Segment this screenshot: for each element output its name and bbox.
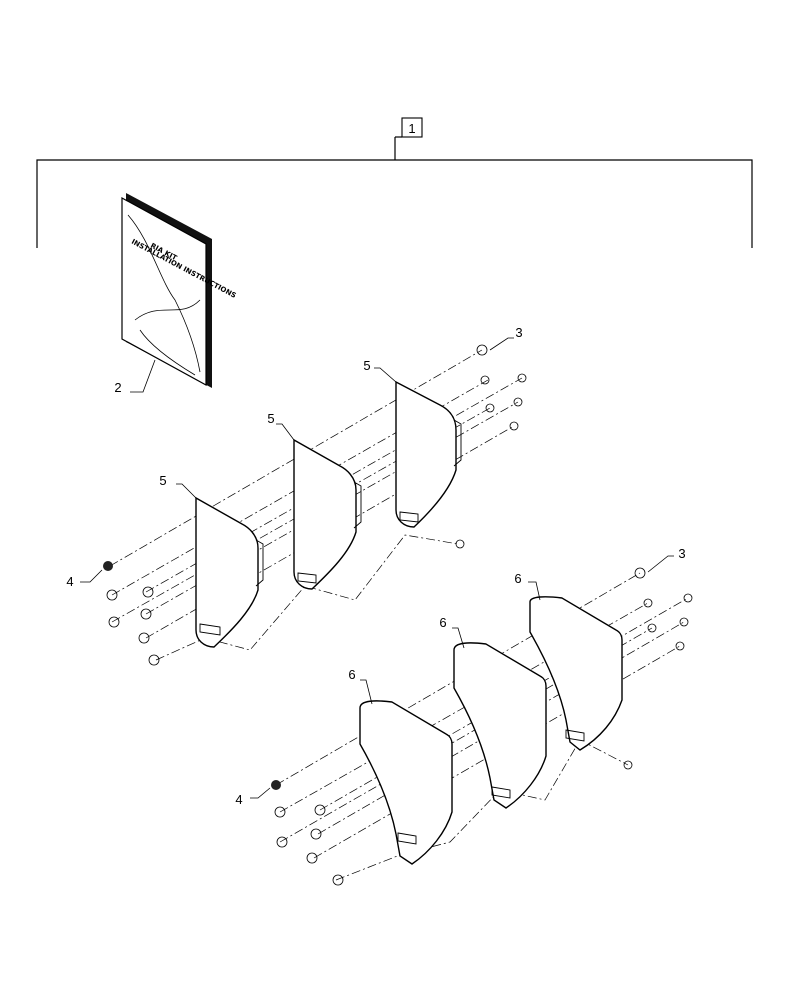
bolt-icon	[643, 598, 653, 608]
bolt-icon	[517, 373, 527, 383]
nut-icon	[332, 874, 344, 886]
nut-icon	[271, 780, 281, 790]
nut-icon	[103, 561, 113, 571]
lower-nuts	[271, 780, 344, 886]
nut-icon	[140, 608, 152, 620]
callout-6-front: 6	[348, 667, 355, 682]
callout-1: 1	[408, 121, 415, 136]
lower-plate-group: 3 4 6 6 6	[235, 546, 693, 886]
bolt-icon	[634, 567, 646, 579]
plate-5-middle	[293, 438, 362, 590]
nut-icon	[276, 836, 288, 848]
kit-bracket: 1	[36, 117, 753, 248]
callout-5-back: 5	[363, 358, 370, 373]
bolt-icon	[509, 421, 519, 431]
callout-5-front: 5	[159, 473, 166, 488]
callout-3-upper: 3	[515, 325, 522, 340]
bolt-icon	[679, 617, 689, 627]
upper-nuts	[103, 561, 160, 666]
bolt-icon	[683, 593, 693, 603]
bolt-icon	[480, 375, 490, 385]
plate-5-front	[195, 496, 264, 648]
callout-4-lower: 4	[235, 792, 242, 807]
nut-icon	[310, 828, 322, 840]
plate-6-front	[359, 700, 453, 865]
nut-icon	[314, 804, 326, 816]
instruction-booklet: RIA KIT INSTALLATION INSTRUCTIONS 2	[114, 193, 237, 395]
plate-5-back	[395, 380, 462, 528]
callout-6-back: 6	[514, 571, 521, 586]
bolt-icon	[675, 641, 685, 651]
callout-6-middle: 6	[439, 615, 446, 630]
nut-icon	[274, 806, 286, 818]
nut-icon	[148, 654, 160, 666]
lower-bolts	[623, 567, 693, 770]
plate-6-back	[529, 596, 623, 751]
bolt-icon	[485, 403, 495, 413]
nut-icon	[142, 586, 154, 598]
nut-icon	[106, 589, 118, 601]
bolt-icon	[476, 344, 488, 356]
upper-plate-group: 3 4 5 5 5	[66, 325, 527, 666]
plate-6-middle	[453, 642, 547, 809]
upper-bolts	[455, 344, 527, 549]
callout-5-middle: 5	[267, 411, 274, 426]
callout-4-upper: 4	[66, 574, 73, 589]
bolt-icon	[623, 760, 633, 770]
nut-icon	[306, 852, 318, 864]
callout-2: 2	[114, 380, 121, 395]
bolt-icon	[455, 539, 465, 549]
nut-icon	[138, 632, 150, 644]
callout-3-lower: 3	[678, 546, 685, 561]
nut-icon	[108, 616, 120, 628]
callout-1-box	[401, 117, 423, 138]
bolt-icon	[513, 397, 523, 407]
bolt-icon	[647, 623, 657, 633]
